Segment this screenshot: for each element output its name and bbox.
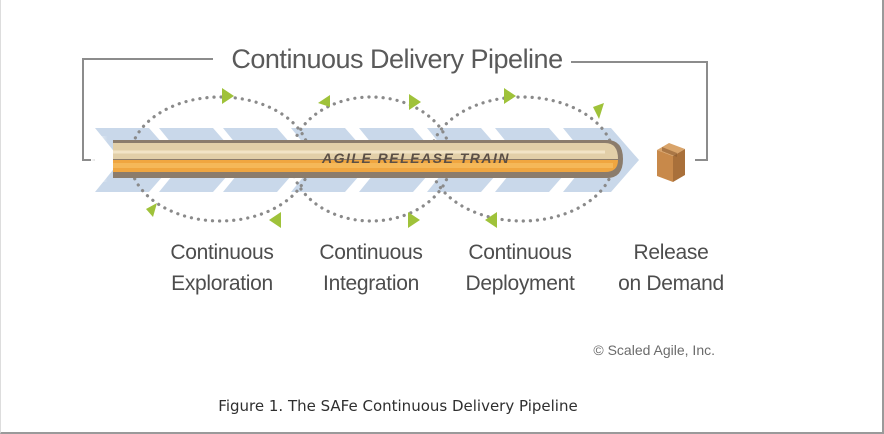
- agile-release-train: AGILE RELEASE TRAIN: [91, 136, 623, 182]
- copyright-notice: © Scaled Agile, Inc.: [593, 342, 715, 358]
- diagram-title: Continuous Delivery Pipeline: [231, 44, 562, 74]
- stage-deployment: Continuous Deployment: [465, 241, 575, 295]
- loop-arrowheads: [146, 88, 604, 228]
- stage-label-line2: Exploration: [171, 272, 273, 295]
- package-box-icon: [657, 143, 685, 182]
- stage-label-line2: Deployment: [465, 272, 575, 295]
- stage-label-line2: Integration: [323, 272, 419, 295]
- release-label-line1: Release: [634, 241, 709, 264]
- stage-label-line1: Continuous: [468, 241, 571, 264]
- train-label: AGILE RELEASE TRAIN: [321, 150, 510, 166]
- stage-integration: Continuous Integration: [319, 241, 423, 295]
- release-label-line2: on Demand: [618, 272, 724, 295]
- bracket-frame: [82, 58, 708, 161]
- stage-exploration: Continuous Exploration: [170, 241, 274, 295]
- stage-label-line1: Continuous: [170, 241, 273, 264]
- stage-label-line1: Continuous: [319, 241, 422, 264]
- figure-caption: Figure 1. The SAFe Continuous Delivery P…: [218, 397, 577, 415]
- release-on-demand: Release on Demand: [618, 241, 724, 295]
